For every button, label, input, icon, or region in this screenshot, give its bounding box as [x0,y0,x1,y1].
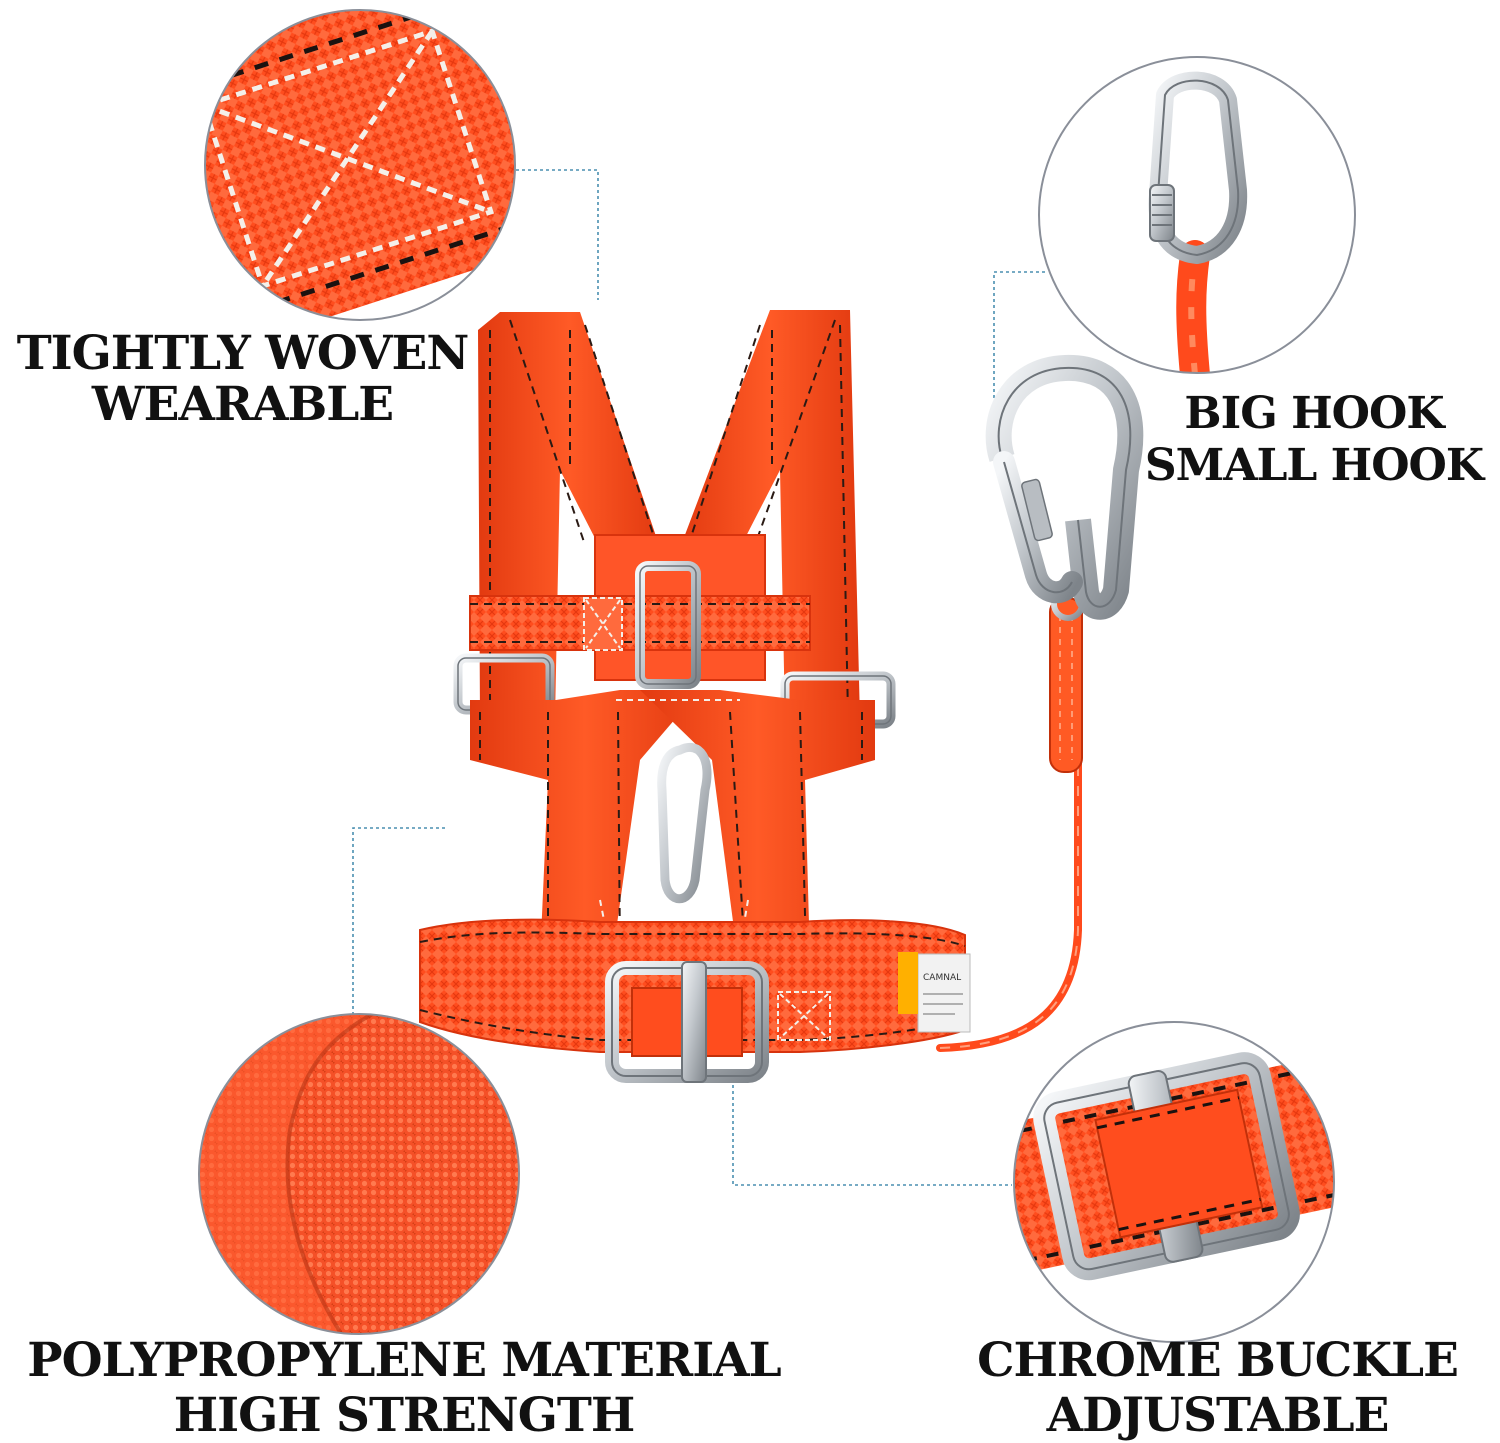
leader-line-hooks [993,271,1045,420]
safety-harness: CAMNAL [419,310,1144,1083]
caption-material-line-1: POLYPROPYLENE MATERIAL [27,1333,781,1388]
leader-line-buckle [732,1085,1012,1186]
lanyard-sleeve [1049,597,1083,773]
material-detail-circle [198,1013,520,1335]
back-carabiner [657,743,712,904]
caption-material-line-2: HIGH STRENGTH [173,1388,636,1443]
caption-tightly-woven-line-1: TIGHTLY WOVEN [16,326,470,381]
belt-label-text: CAMNAL [923,973,961,983]
caption-tightly-woven: TIGHTLY WOVEN WEARABLE [0,330,485,428]
hook-detail-circle [1038,56,1356,374]
leader-lines [352,169,1045,1186]
weave-detail-circle [204,9,516,321]
caption-material: POLYPROPYLENE MATERIAL HIGH STRENGTH [0,1337,808,1439]
caption-buckle-line-2: ADJUSTABLE [1046,1388,1390,1443]
caption-buckle-line-1: CHROME BUCKLE [977,1333,1459,1388]
caption-buckle: CHROME BUCKLE ADJUSTABLE [965,1337,1470,1439]
right-lower-strap [640,690,875,960]
left-lower-strap [470,690,700,960]
caption-hooks-line-2: SMALL HOOK [1144,440,1484,491]
waist-buckle [605,961,769,1083]
caption-tightly-woven-line-2: WEARABLE [91,377,394,432]
buckle-detail-circle [1013,1021,1335,1343]
leader-line-material [352,827,445,1020]
belt-label [917,953,971,1033]
caption-hooks: BIG HOOK SMALL HOOK [1128,392,1500,488]
big-hook [985,354,1144,620]
leader-line-weave [510,169,599,300]
caption-hooks-line-1: BIG HOOK [1184,388,1444,439]
right-shoulder-strap [680,310,860,720]
